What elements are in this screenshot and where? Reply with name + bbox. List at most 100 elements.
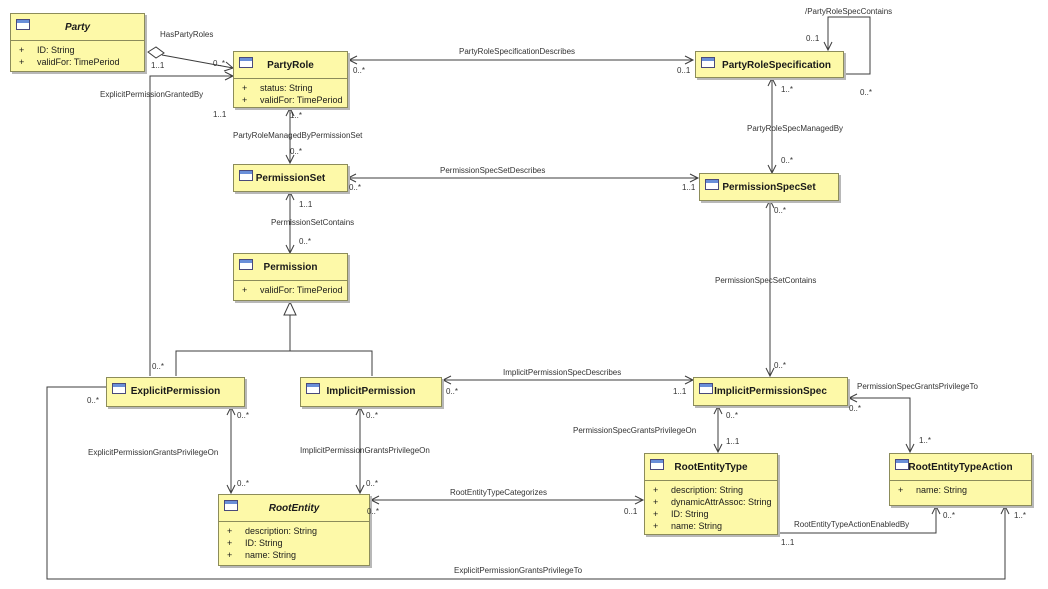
association-label: PartyRoleSpecManagedBy: [747, 124, 844, 133]
association-label: /PartyRoleSpecContains: [805, 7, 893, 16]
class-root-entity-type[interactable]: RootEntityType +description: String +dyn…: [644, 453, 778, 535]
attribute: +ID: String: [227, 538, 283, 548]
multiplicity-label: 1..1: [781, 538, 795, 547]
multiplicity-label: 0..*: [237, 411, 250, 420]
permission-spec-grants-privilege-to-line: [849, 397, 911, 452]
attribute-list: +status: String +validFor: TimePeriod: [234, 78, 347, 108]
association-label: PermissionSpecSetContains: [715, 276, 817, 285]
attribute: +validFor: TimePeriod: [19, 57, 120, 67]
class-permission-spec-set[interactable]: PermissionSpecSet: [699, 173, 839, 201]
association-label: HasPartyRoles: [160, 30, 214, 39]
association-label: PartyRoleSpecificationDescribes: [459, 47, 576, 56]
class-icon: [112, 383, 126, 394]
class-party-role[interactable]: PartyRole +status: String +validFor: Tim…: [233, 51, 348, 108]
multiplicity-label: 0..*: [849, 404, 862, 413]
aggregation-diamond: [147, 46, 165, 59]
multiplicity-label: 1..1: [682, 183, 696, 192]
class-name: PermissionSpecSet: [722, 182, 816, 193]
class-name: ImplicitPermission: [326, 386, 416, 397]
association-label: PermissionSetContains: [271, 218, 355, 227]
attribute: +name: String: [227, 550, 297, 560]
class-icon: [224, 500, 238, 511]
association-label: RootEntityTypeCategorizes: [450, 488, 547, 497]
class-name: ExplicitPermission: [130, 386, 221, 397]
class-party[interactable]: Party +ID: String +validFor: TimePeriod: [10, 13, 145, 72]
multiplicity-label: 0..*: [299, 237, 312, 246]
association-label: PartyRoleManagedByPermissionSet: [233, 131, 363, 140]
multiplicity-label: 1..1: [213, 110, 227, 119]
multiplicity-label: 0..*: [446, 387, 459, 396]
association-label: ImplicitPermissionSpecDescribes: [503, 368, 622, 377]
multiplicity-label: 0..*: [860, 88, 873, 97]
class-icon: [701, 57, 715, 68]
multiplicity-label: 0..1: [806, 34, 820, 43]
class-permission[interactable]: Permission +validFor: TimePeriod: [233, 253, 348, 301]
attribute: +dynamicAttrAssoc: String: [653, 497, 772, 507]
multiplicity-label: 0..*: [726, 411, 739, 420]
explicit-permission-grants-privilege-to-line: [46, 386, 1006, 580]
class-icon: [699, 383, 713, 394]
class-icon: [16, 19, 30, 30]
multiplicity-label: 0..*: [213, 59, 226, 68]
multiplicity-label: 1..*: [290, 111, 303, 120]
attribute: +ID: String: [19, 45, 75, 55]
class-explicit-permission[interactable]: ExplicitPermission: [106, 377, 245, 407]
attribute-list: +description: String +dynamicAttrAssoc: …: [645, 480, 777, 534]
multiplicity-label: 1..1: [726, 437, 740, 446]
class-name: RootEntityType: [674, 462, 748, 473]
association-label: ExplicitPermissionGrantedBy: [100, 90, 204, 99]
attribute: +ID: String: [653, 509, 709, 519]
class-name: RootEntityTypeAction: [908, 462, 1013, 473]
attribute: +name: String: [898, 485, 968, 495]
attribute: +validFor: TimePeriod: [242, 285, 343, 295]
multiplicity-label: 0..*: [366, 411, 379, 420]
association-label: PermissionSpecGrantsPrivilegeTo: [857, 382, 978, 391]
class-implicit-permission-spec[interactable]: ImplicitPermissionSpec: [693, 377, 848, 406]
attribute-list: +name: String: [890, 480, 1031, 498]
class-name: Party: [64, 22, 90, 33]
class-party-role-specification[interactable]: PartyRoleSpecification: [695, 51, 844, 78]
association-label: ImplicitPermissionGrantsPrivilegeOn: [300, 446, 430, 455]
multiplicity-label: 0..1: [624, 507, 638, 516]
attribute: +name: String: [653, 521, 723, 531]
attribute-list: +ID: String +validFor: TimePeriod: [11, 40, 144, 70]
multiplicity-label: 1..*: [1014, 511, 1027, 520]
multiplicity-label: 1..1: [151, 61, 165, 70]
association-label: ExplicitPermissionGrantsPrivilegeOn: [88, 448, 219, 457]
class-icon: [895, 459, 909, 470]
multiplicity-label: 1..*: [919, 436, 932, 445]
explicit-permission-granted-by-line: [149, 75, 233, 376]
class-icon: [650, 459, 664, 470]
multiplicity-label: 1..*: [781, 85, 794, 94]
multiplicity-label: 0..*: [774, 361, 787, 370]
multiplicity-label: 0..*: [943, 511, 956, 520]
class-icon: [705, 179, 719, 190]
class-implicit-permission[interactable]: ImplicitPermission: [300, 377, 442, 407]
has-party-roles-line: [161, 54, 234, 69]
class-name: PartyRoleSpecification: [722, 60, 831, 71]
multiplicity-label: 1..1: [299, 200, 313, 209]
multiplicity-label: 0..*: [290, 147, 303, 156]
multiplicity-label: 0..*: [366, 479, 379, 488]
multiplicity-label: 0..*: [774, 206, 787, 215]
class-permission-set[interactable]: PermissionSet: [233, 164, 348, 192]
class-icon: [239, 57, 253, 68]
class-root-entity[interactable]: RootEntity +description: String +ID: Str…: [218, 494, 370, 566]
class-root-entity-type-action[interactable]: RootEntityTypeAction +name: String: [889, 453, 1032, 506]
association-label: PermissionSpecGrantsPrivilegeOn: [573, 426, 697, 435]
generalization-lines: [175, 350, 373, 376]
generalization-triangle: [283, 300, 297, 316]
multiplicity-label: 0..*: [152, 362, 165, 371]
association-label: RootEntityTypeActionEnabledBy: [794, 520, 910, 529]
multiplicity-label: 0..*: [367, 507, 380, 516]
attribute: +validFor: TimePeriod: [242, 95, 343, 105]
multiplicity-label: 0..*: [353, 66, 366, 75]
attribute: +status: String: [242, 83, 313, 93]
class-icon: [239, 170, 253, 181]
attribute: +description: String: [227, 526, 318, 536]
attribute: +description: String: [653, 485, 744, 495]
class-name: PartyRole: [267, 60, 314, 71]
multiplicity-label: 0..1: [677, 66, 691, 75]
class-name: PermissionSet: [255, 173, 326, 184]
